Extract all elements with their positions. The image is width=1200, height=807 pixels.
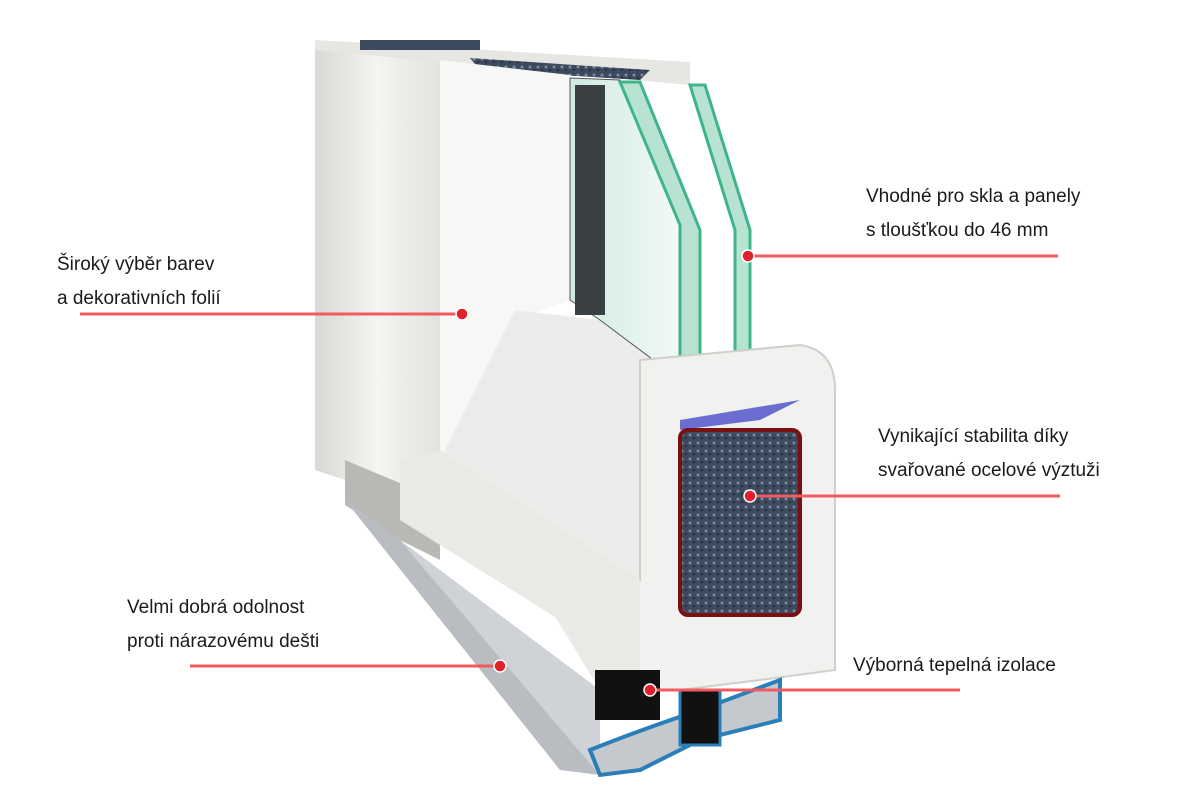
annotation-text: Vynikající stabilita díky <box>878 426 1069 447</box>
annotation-text: a dekorativních folií <box>57 288 221 309</box>
bottom-rail <box>400 450 640 690</box>
steel-reinforcement <box>678 428 802 617</box>
marker-dot <box>743 489 757 503</box>
frame-vertical <box>315 45 440 560</box>
annotation-text: s tloušťkou do 46 mm <box>866 220 1049 241</box>
sash-face <box>440 60 570 460</box>
annotation-text: proti nárazovému dešti <box>127 631 320 652</box>
annotation-colors: Široký výběr barev a dekorativních folií <box>57 248 221 316</box>
annotation-text: Široký výběr barev <box>57 254 215 275</box>
marker-dot <box>741 249 755 263</box>
annotation-text: Velmi dobrá odolnost <box>127 597 305 618</box>
marker-dot <box>643 683 657 697</box>
marker-dot <box>455 307 469 321</box>
annotation-insulation: Výborná tepelná izolace <box>853 649 1056 683</box>
annotation-stability: Vynikající stabilita díky svařované ocel… <box>878 420 1100 488</box>
annotation-rain: Velmi dobrá odolnost proti nárazovému de… <box>127 591 319 659</box>
annotation-glazing: Vhodné pro skla a panely s tloušťkou do … <box>866 180 1080 248</box>
annotation-text: svařované ocelové výztuži <box>878 460 1100 481</box>
marker-dot <box>493 659 507 673</box>
annotation-text: Vhodné pro skla a panely <box>866 186 1081 207</box>
annotation-text: Výborná tepelná izolace <box>853 655 1056 676</box>
